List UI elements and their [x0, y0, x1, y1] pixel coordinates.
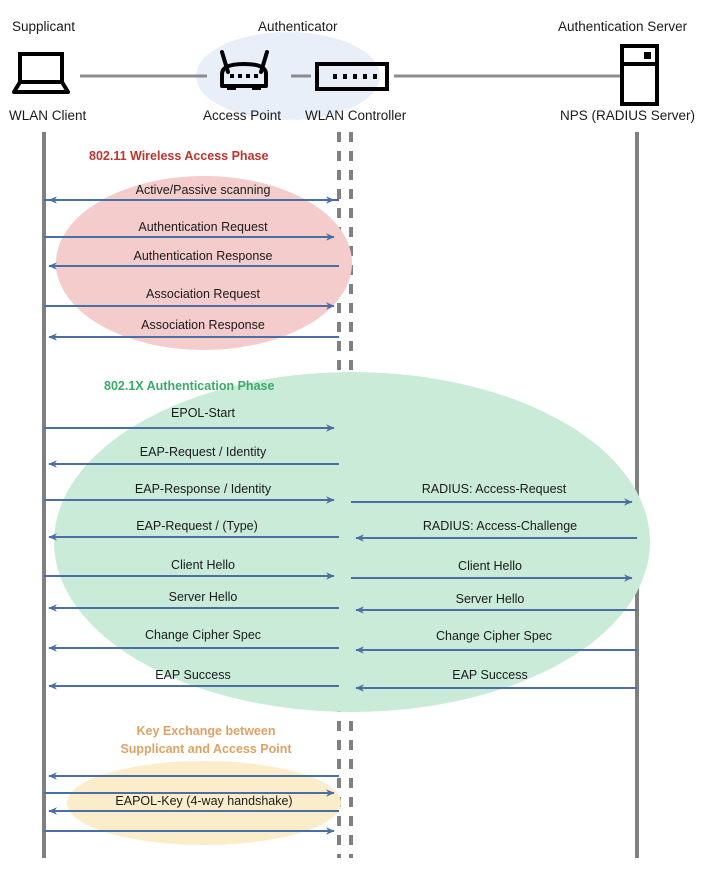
message-label-change-cipher-spec-right: Change Cipher Spec — [435, 629, 553, 643]
actor-name-nps-radius-server: NPS (RADIUS Server) — [560, 108, 696, 123]
message-label-epol-start: EPOL-Start — [171, 406, 235, 420]
laptop-icon — [12, 52, 70, 94]
authenticator-highlight — [196, 32, 380, 120]
actor-role-authentication-server: Authentication Server — [558, 19, 688, 34]
phase-title-keyexchange-line2: Supplicant and Access Point — [120, 742, 292, 757]
actor-role-supplicant: Supplicant — [12, 19, 76, 34]
phase-8021x-left-arrows — [44, 424, 339, 690]
phase-8021x-ellipse — [54, 372, 650, 712]
actor-name-access-point: Access Point — [203, 108, 282, 123]
phase-8021x-right-arrows — [351, 498, 637, 692]
phase-title-8021x: 802.1X Authentication Phase — [104, 379, 275, 393]
message-label-eap-response-identity: EAP-Response / Identity — [134, 482, 272, 496]
message-label-server-hello-right: Server Hello — [455, 592, 525, 606]
message-label-authentication-request: Authentication Request — [138, 220, 268, 234]
message-label-server-hello-left: Server Hello — [168, 590, 238, 604]
message-label-radius-access-challenge: RADIUS: Access-Challenge — [422, 519, 578, 533]
message-label-eap-success-left: EAP Success — [155, 668, 231, 682]
message-label-radius-access-request: RADIUS: Access-Request — [421, 482, 567, 496]
message-label-authentication-response: Authentication Response — [133, 249, 273, 263]
actor-role-authenticator: Authenticator — [258, 19, 338, 34]
message-label-eap-request-type: EAP-Request / (Type) — [136, 519, 258, 533]
phase-keyexchange-arrows — [44, 772, 339, 835]
server-icon — [620, 44, 659, 106]
actor-name-wlan-controller: WLAN Controller — [305, 108, 407, 123]
message-label-client-hello-left: Client Hello — [171, 558, 235, 572]
message-label-eap-success-right: EAP Success — [452, 668, 528, 682]
phase-80211-arrows — [44, 196, 339, 341]
phase-title-keyexchange: Key Exchange between Supplicant and Acce… — [101, 722, 311, 758]
message-label-association-request: Association Request — [146, 287, 260, 301]
phase-title-80211: 802.11 Wireless Access Phase — [89, 149, 269, 163]
access-point-icon — [220, 50, 269, 90]
message-label-change-cipher-spec-left: Change Cipher Spec — [144, 628, 262, 642]
phase-keyexchange-ellipse — [67, 761, 341, 845]
actor-name-wlan-client: WLAN Client — [9, 108, 87, 123]
wlan-controller-icon — [315, 62, 389, 91]
message-label-association-response: Association Response — [141, 318, 265, 332]
message-label-active-passive-scanning: Active/Passive scanning — [135, 183, 271, 197]
phase-title-keyexchange-line1: Key Exchange between — [136, 724, 276, 738]
message-label-client-hello-right: Client Hello — [458, 559, 522, 573]
message-label-eap-request-identity: EAP-Request / Identity — [139, 445, 267, 459]
message-label-eapol-key: EAPOL-Key (4-way handshake) — [115, 794, 293, 808]
